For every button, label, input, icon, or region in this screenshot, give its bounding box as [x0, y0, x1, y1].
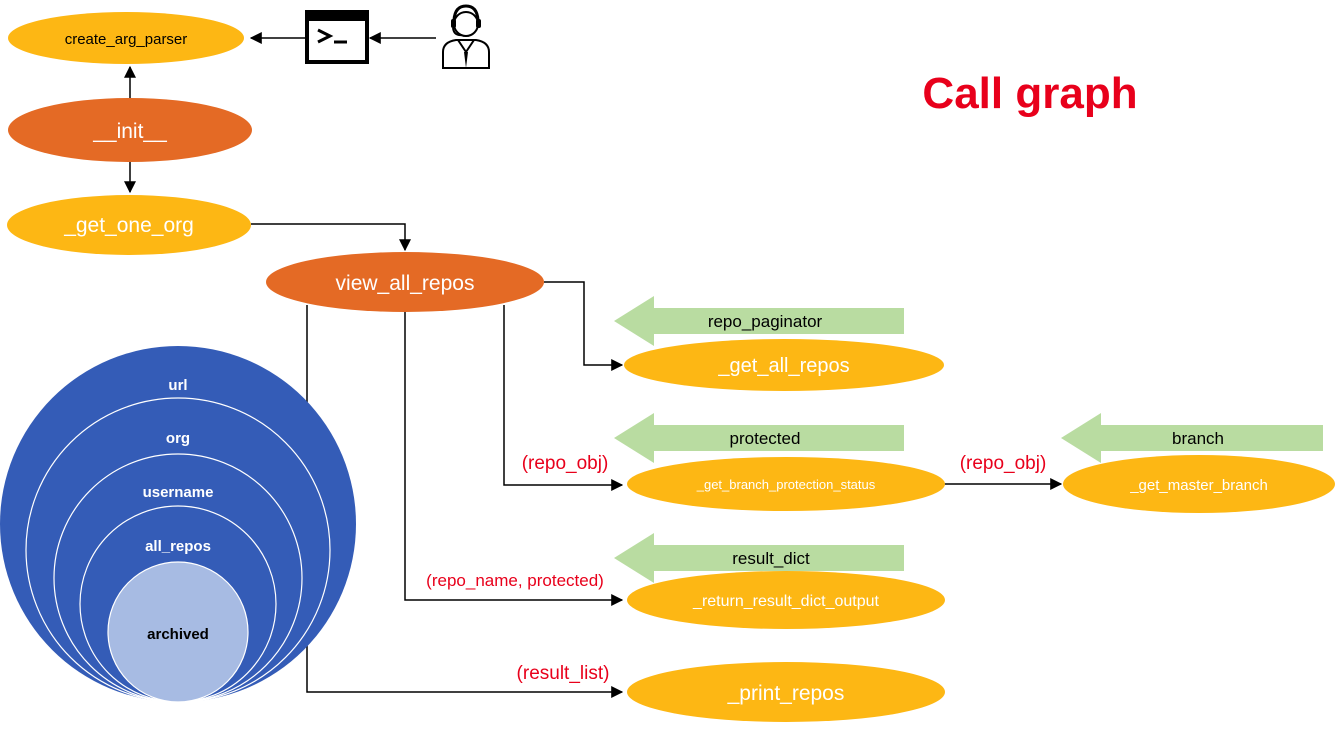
node-get-one-org-label: _get_one_org [63, 214, 194, 237]
return-arrow-branch: branch [1061, 413, 1323, 463]
return-arrow-protected: protected [614, 413, 904, 463]
node-get-branch-protection-status-label: _get_branch_protection_status [696, 477, 876, 492]
arrow-view-all-repos-to-get-all-repos [544, 281, 624, 371]
edge-label-repo-obj-2: (repo_obj) [960, 453, 1047, 474]
return-arrow-result-dict: result_dict [614, 533, 904, 583]
attribute-username: username [143, 484, 214, 501]
attribute-nested-circles: url org username all_repos archived [0, 346, 356, 703]
node-init[interactable]: __init__ [8, 98, 252, 162]
arrow-get-one-org-to-view-all-repos [251, 223, 411, 252]
node-get-branch-protection-status[interactable]: _get_branch_protection_status [627, 457, 945, 511]
return-arrow-repo-paginator-label: repo_paginator [708, 312, 823, 331]
return-arrow-branch-label: branch [1172, 429, 1224, 448]
user-headset-icon [442, 4, 490, 69]
node-return-result-dict-output[interactable]: _return_result_dict_output [627, 571, 945, 629]
edge-label-repo-obj-1: (repo_obj) [522, 453, 609, 474]
node-get-all-repos[interactable]: _get_all_repos [624, 339, 944, 391]
arrow-view-all-repos-to-return-result-dict-output [404, 312, 624, 606]
node-create-arg-parser[interactable]: create_arg_parser [8, 12, 244, 64]
arrow-view-all-repos-to-print-repos [306, 305, 624, 698]
node-get-master-branch-label: _get_master_branch [1129, 477, 1268, 494]
return-arrow-result-dict-label: result_dict [732, 549, 810, 568]
node-init-label: __init__ [92, 120, 167, 143]
terminal-icon [305, 10, 369, 64]
edge-label-result-list: (result_list) [517, 663, 610, 684]
attribute-url: url [168, 377, 187, 394]
attribute-org: org [166, 430, 190, 447]
node-print-repos-label: _print_repos [727, 682, 845, 705]
node-view-all-repos[interactable]: view_all_repos [266, 252, 544, 312]
node-get-master-branch[interactable]: _get_master_branch [1063, 455, 1335, 513]
return-arrow-protected-label: protected [730, 429, 801, 448]
attribute-all-repos: all_repos [145, 538, 211, 555]
node-get-all-repos-label: _get_all_repos [717, 355, 849, 377]
node-create-arg-parser-label: create_arg_parser [65, 31, 188, 48]
node-return-result-dict-output-label: _return_result_dict_output [692, 593, 879, 610]
node-get-one-org[interactable]: _get_one_org [7, 195, 251, 255]
node-print-repos[interactable]: _print_repos [627, 662, 945, 722]
diagram-title: Call graph [922, 69, 1137, 118]
return-arrow-repo-paginator: repo_paginator [614, 296, 904, 346]
attribute-archived: archived [147, 626, 209, 643]
arrow-view-all-repos-to-get-branch-protection-status [503, 305, 624, 491]
node-view-all-repos-label: view_all_repos [336, 272, 475, 295]
edge-label-repo-name-protected: (repo_name, protected) [426, 571, 604, 590]
